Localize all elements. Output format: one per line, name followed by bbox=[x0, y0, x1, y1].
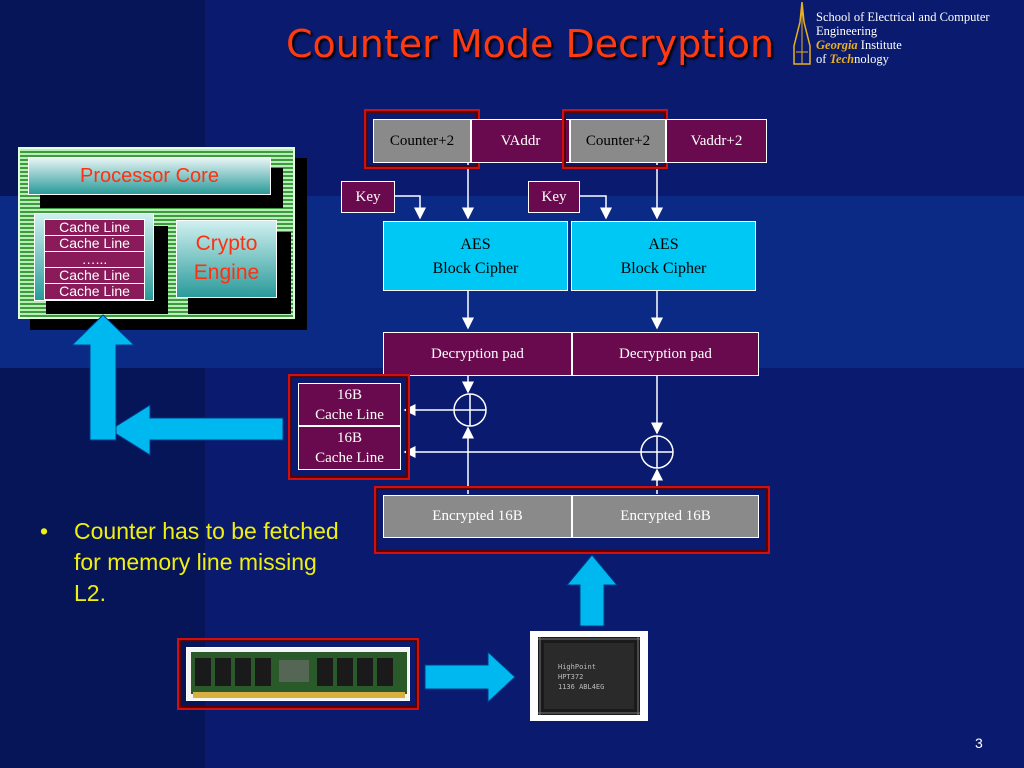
cache-line-item: Cache Line bbox=[44, 268, 145, 284]
crypto-engine-label-2: Engine bbox=[193, 261, 260, 284]
aes-label-right-2: Block Cipher bbox=[620, 260, 707, 277]
decryption-pad-label-right: Decryption pad bbox=[619, 345, 712, 362]
encrypted-box-right: Encrypted 16B bbox=[572, 495, 759, 538]
cache-line-item: …... bbox=[44, 252, 145, 268]
logo-tech: Tech bbox=[829, 52, 855, 66]
logo-of: of bbox=[816, 52, 830, 66]
memory-module-icon bbox=[191, 652, 407, 698]
slide-title: Counter Mode Decryption bbox=[285, 22, 775, 66]
aes-label-right-1: AES bbox=[648, 236, 679, 253]
memory-module-highlight bbox=[177, 638, 419, 710]
tech-tower-logo-icon bbox=[793, 2, 811, 65]
svg-text:HPT372: HPT372 bbox=[558, 673, 583, 681]
logo-georgia: Georgia bbox=[816, 38, 858, 52]
chip-image: HighPoint HPT372 1136 ABL4EG bbox=[530, 631, 648, 721]
vaddr-label-left: VAddr bbox=[500, 132, 541, 149]
cache-line-top-label: Cache Line bbox=[315, 407, 384, 423]
counter-label-left: Counter+2 bbox=[389, 132, 455, 149]
cache-line-box-bottom: 16B Cache Line bbox=[298, 426, 401, 470]
vaddr-label-right: Vaddr+2 bbox=[690, 132, 743, 149]
logo-line-3: Georgia Institute bbox=[816, 38, 990, 52]
aes-block-left: AES Block Cipher bbox=[383, 221, 568, 291]
logo-line-2: Engineering bbox=[816, 24, 878, 38]
cache-line-highlight bbox=[288, 374, 410, 480]
processor-up-arrow bbox=[70, 314, 136, 441]
encrypted-box-left: Encrypted 16B bbox=[383, 495, 572, 538]
cache-line-item: Cache Line bbox=[44, 284, 145, 300]
key-box-right: Key bbox=[528, 181, 580, 213]
logo-line-4: of Technology bbox=[816, 52, 990, 66]
chip-up-arrow bbox=[565, 554, 619, 627]
key-box-left: Key bbox=[341, 181, 395, 213]
decryption-pad-label-left: Decryption pad bbox=[431, 345, 524, 362]
vaddr-box-left: VAddr bbox=[471, 119, 570, 163]
processor-core-box: Processor Core bbox=[28, 157, 271, 195]
cache-line-bottom-size: 16B bbox=[336, 430, 362, 446]
memory-module-image bbox=[186, 647, 410, 701]
encrypted-label-right: Encrypted 16B bbox=[620, 508, 711, 524]
cache-line-item: Cache Line bbox=[44, 219, 145, 236]
bullet-text: Counter has to be fetched for memory lin… bbox=[74, 518, 339, 606]
svg-text:HighPoint: HighPoint bbox=[558, 663, 596, 671]
logo-institute: Institute bbox=[857, 38, 902, 52]
cache-line-box-top: 16B Cache Line bbox=[298, 383, 401, 426]
logo-nology: nology bbox=[854, 52, 889, 66]
chip-icon: HighPoint HPT372 1136 ABL4EG bbox=[538, 637, 640, 715]
decryption-pad-left: Decryption pad bbox=[383, 332, 572, 376]
counter-label-right: Counter+2 bbox=[585, 132, 651, 149]
page-number: 3 bbox=[975, 735, 983, 751]
cache-line-bottom-label: Cache Line bbox=[315, 450, 384, 466]
key-arrow-right bbox=[580, 195, 612, 220]
cache-line-top-size: 16B bbox=[336, 387, 362, 403]
cache-line-item: Cache Line bbox=[44, 236, 145, 252]
logo-line-1: School of Electrical and Computer bbox=[816, 10, 990, 24]
encrypted-label-left: Encrypted 16B bbox=[432, 508, 523, 524]
counter-box-right: Counter+2 bbox=[570, 119, 666, 163]
cache-to-processor-arrow bbox=[109, 404, 284, 456]
svg-text:1136 ABL4EG: 1136 ABL4EG bbox=[558, 683, 604, 691]
institution-logo-text: School of Electrical and Computer Engine… bbox=[816, 10, 990, 66]
decryption-pad-right: Decryption pad bbox=[572, 332, 759, 376]
aes-label-left-1: AES bbox=[460, 236, 491, 253]
encrypted-highlight bbox=[374, 486, 770, 554]
crypto-engine-box: Crypto Engine bbox=[176, 220, 277, 298]
key-label-left: Key bbox=[355, 188, 381, 205]
key-label-right: Key bbox=[541, 188, 567, 205]
aes-label-left-2: Block Cipher bbox=[432, 260, 519, 277]
crypto-engine-label-1: Crypto bbox=[195, 232, 258, 255]
memory-to-chip-arrow bbox=[424, 650, 516, 704]
vaddr-box-right: Vaddr+2 bbox=[666, 119, 767, 163]
cache-line-list: Cache Line Cache Line …... Cache Line Ca… bbox=[44, 219, 145, 300]
aes-block-right: AES Block Cipher bbox=[571, 221, 756, 291]
processor-core-label: Processor Core bbox=[80, 164, 219, 187]
bullet-dot-icon: • bbox=[40, 518, 49, 544]
key-arrow-left bbox=[395, 195, 426, 220]
counter-box-left: Counter+2 bbox=[373, 119, 471, 163]
